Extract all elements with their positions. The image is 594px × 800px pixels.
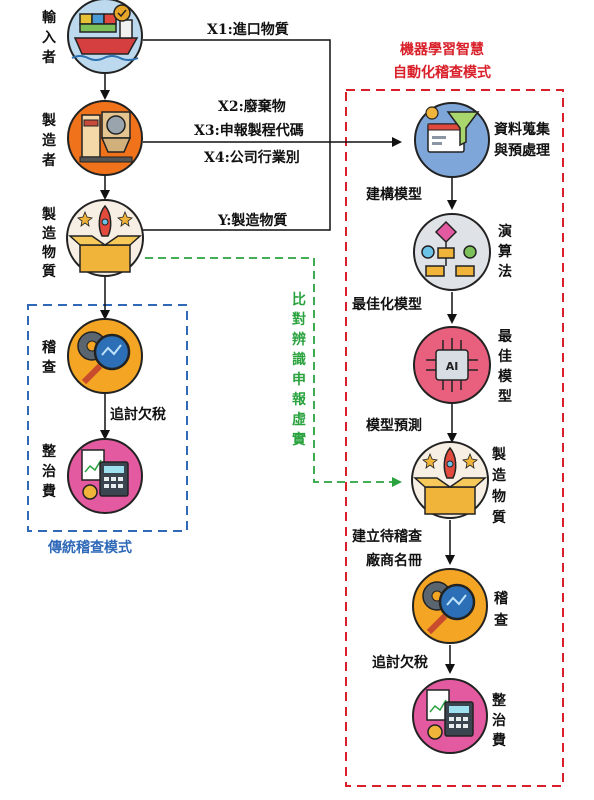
traditional-mode-frame: [27, 304, 188, 532]
svg-text:整: 整: [491, 692, 507, 709]
svg-text:AI: AI: [446, 360, 459, 373]
factory-icon: [67, 100, 143, 176]
svg-text:查: 查: [42, 359, 57, 376]
svg-text:最: 最: [498, 328, 513, 345]
svg-text:算: 算: [498, 243, 512, 260]
magnifier-gear-icon: [67, 318, 143, 394]
svg-text:識: 識: [292, 351, 306, 368]
edge-label-x2: X2:廢棄物: [218, 98, 286, 115]
rocket-box-icon: [66, 199, 144, 277]
svg-text:廠商名冊: 廠商名冊: [366, 552, 422, 569]
svg-text:質: 質: [42, 263, 56, 280]
svg-text:稽: 稽: [42, 339, 56, 356]
data-collect-label: 資料蒐集 與預處理: [494, 121, 551, 159]
fee-right-label: 整 治 費: [491, 692, 507, 749]
svg-text:模: 模: [498, 368, 513, 385]
svg-text:申: 申: [292, 371, 306, 388]
optimize-model-label: 最佳化模型: [352, 296, 422, 313]
svg-text:演: 演: [498, 223, 512, 240]
edge-label-x1: X1:進口物質: [207, 21, 289, 38]
algorithm-label: 演 算 法: [498, 223, 512, 280]
fee-label: 整 治 費: [41, 443, 57, 500]
audit-right-label: 稽 查: [494, 590, 509, 629]
best-model-label: 最 佳 模 型: [498, 328, 513, 405]
svg-text:對: 對: [292, 311, 306, 328]
svg-text:造: 造: [42, 225, 56, 242]
ai-chip-icon: AI: [413, 326, 491, 404]
svg-text:辨: 辨: [292, 331, 306, 348]
edge-label-x4: X4:公司行業別: [204, 149, 300, 166]
data-funnel-icon: [414, 102, 490, 178]
svg-text:物: 物: [492, 488, 506, 505]
svg-text:者: 者: [42, 50, 56, 66]
goods-right-label: 製 造 物 質: [491, 446, 506, 526]
svg-text:費: 費: [492, 732, 506, 749]
svg-text:佳: 佳: [498, 348, 512, 365]
svg-text:資料蒐集: 資料蒐集: [494, 121, 551, 138]
ml-mode-title-line1: 機器學習智慧: [400, 41, 484, 58]
calculator-fee-icon: [67, 438, 143, 514]
svg-text:虛: 虛: [292, 411, 306, 428]
svg-text:費: 費: [42, 483, 56, 500]
calculator-fee-icon: [412, 678, 488, 754]
algorithm-flowchart-icon: [413, 213, 491, 291]
svg-text:型: 型: [498, 388, 512, 405]
svg-text:法: 法: [498, 263, 512, 280]
ml-mode-title-line2: 自動化稽查模式: [393, 64, 491, 81]
edge-label-y: Y:製造物質: [217, 212, 287, 229]
importer-label: 輸 入 者: [42, 9, 57, 66]
svg-text:稽: 稽: [494, 590, 508, 607]
traditional-mode-title: 傳統稽查模式: [47, 539, 132, 556]
svg-text:者: 者: [42, 153, 56, 169]
ml-mode-frame: [345, 89, 564, 787]
manufacturer-label: 製 造 者: [41, 112, 56, 169]
svg-text:實: 實: [292, 431, 306, 448]
audit-label: 稽 查: [42, 339, 57, 376]
svg-text:治: 治: [42, 463, 56, 480]
svg-text:入: 入: [42, 30, 56, 46]
build-list-label: 建立待稽查 廠商名冊: [352, 528, 423, 569]
recover-tax-label: 追討欠稅: [110, 406, 166, 423]
svg-text:報: 報: [292, 391, 307, 408]
svg-text:比: 比: [292, 291, 306, 308]
svg-text:造: 造: [492, 467, 506, 484]
svg-text:建立待稽查: 建立待稽查: [352, 528, 423, 545]
rocket-box-icon: [411, 441, 489, 519]
compare-dashed-arrow: [145, 257, 402, 487]
svg-text:整: 整: [41, 443, 57, 460]
svg-text:造: 造: [42, 132, 56, 149]
model-predict-label: 模型預測: [366, 417, 422, 434]
compare-label: 比 對 辨 識 申 報 虛 實: [292, 291, 307, 448]
svg-text:製: 製: [491, 446, 506, 463]
svg-text:製: 製: [41, 112, 56, 129]
svg-text:製: 製: [41, 206, 56, 223]
ship-icon: [67, 0, 143, 74]
goods-label: 製 造 物 質: [41, 206, 56, 280]
build-model-label: 建構模型: [366, 186, 422, 203]
svg-text:質: 質: [492, 509, 506, 526]
magnifier-gear-icon: [412, 568, 488, 644]
recover-tax-right-label: 追討欠稅: [372, 654, 428, 671]
svg-text:物: 物: [42, 244, 56, 261]
svg-text:查: 查: [494, 612, 509, 629]
svg-text:輸: 輸: [42, 9, 57, 26]
svg-text:與預處理: 與預處理: [494, 142, 550, 159]
edge-label-x3: X3:申報製程代碼: [194, 122, 304, 139]
svg-text:治: 治: [492, 712, 506, 729]
connectors: [100, 39, 457, 674]
